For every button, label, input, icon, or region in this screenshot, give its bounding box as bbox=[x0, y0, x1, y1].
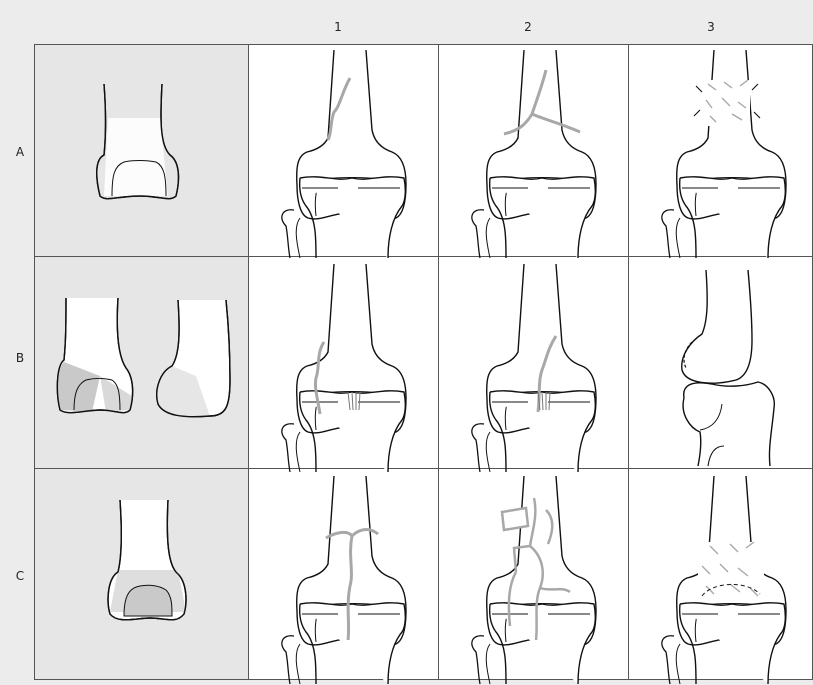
row-label-a: A bbox=[16, 145, 25, 159]
column-label-3: 3 bbox=[707, 20, 715, 34]
column-label-1: 1 bbox=[334, 20, 342, 34]
column-label-2: 2 bbox=[524, 20, 532, 34]
row-label-c: C bbox=[16, 569, 24, 583]
header-band bbox=[34, 10, 813, 43]
row-label-b: B bbox=[16, 351, 24, 365]
